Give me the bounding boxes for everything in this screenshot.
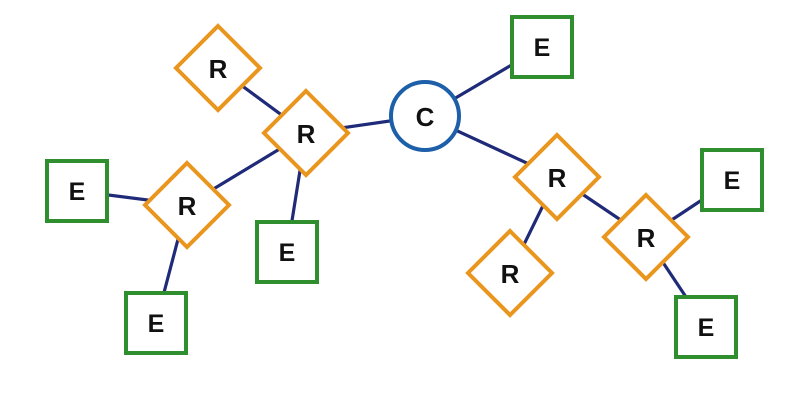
endpoint-node-e5: E bbox=[510, 15, 574, 79]
endpoint-square bbox=[510, 15, 574, 79]
endpoint-label: E bbox=[724, 167, 741, 195]
router-node-r1: R bbox=[173, 23, 263, 113]
endpoint-label: E bbox=[698, 314, 715, 342]
endpoint-node-e6: E bbox=[674, 295, 738, 359]
endpoint-square bbox=[124, 291, 188, 355]
router-label: R bbox=[548, 163, 567, 193]
router-diamond bbox=[261, 88, 351, 178]
router-label: R bbox=[209, 54, 228, 84]
endpoint-square bbox=[674, 295, 738, 359]
router-node-r6: R bbox=[601, 192, 691, 282]
router-diamond bbox=[512, 132, 602, 222]
router-diamond bbox=[142, 160, 232, 250]
router-label: R bbox=[178, 191, 197, 221]
endpoint-square bbox=[255, 220, 319, 284]
router-label: R bbox=[637, 223, 656, 253]
router-label: R bbox=[297, 119, 316, 149]
endpoint-square bbox=[700, 148, 764, 212]
endpoint-label: E bbox=[148, 310, 165, 338]
endpoint-node-e1: E bbox=[45, 159, 109, 223]
router-node-r2: R bbox=[261, 88, 351, 178]
endpoint-node-e4: E bbox=[700, 148, 764, 212]
endpoint-node-e3: E bbox=[124, 291, 188, 355]
router-node-r4: R bbox=[512, 132, 602, 222]
node-layer: C R R R R R R E E E E E E bbox=[45, 15, 764, 359]
endpoint-node-e2: E bbox=[255, 220, 319, 284]
router-diamond bbox=[465, 228, 555, 318]
core-node-c: C bbox=[389, 80, 461, 152]
endpoint-label: E bbox=[534, 34, 551, 62]
router-diamond bbox=[601, 192, 691, 282]
router-node-r5: R bbox=[465, 228, 555, 318]
endpoint-label: E bbox=[69, 178, 86, 206]
router-node-r3: R bbox=[142, 160, 232, 250]
core-label: C bbox=[416, 102, 435, 132]
endpoint-square bbox=[45, 159, 109, 223]
core-circle bbox=[389, 80, 461, 152]
router-diamond bbox=[173, 23, 263, 113]
router-label: R bbox=[501, 259, 520, 289]
endpoint-label: E bbox=[279, 239, 296, 267]
